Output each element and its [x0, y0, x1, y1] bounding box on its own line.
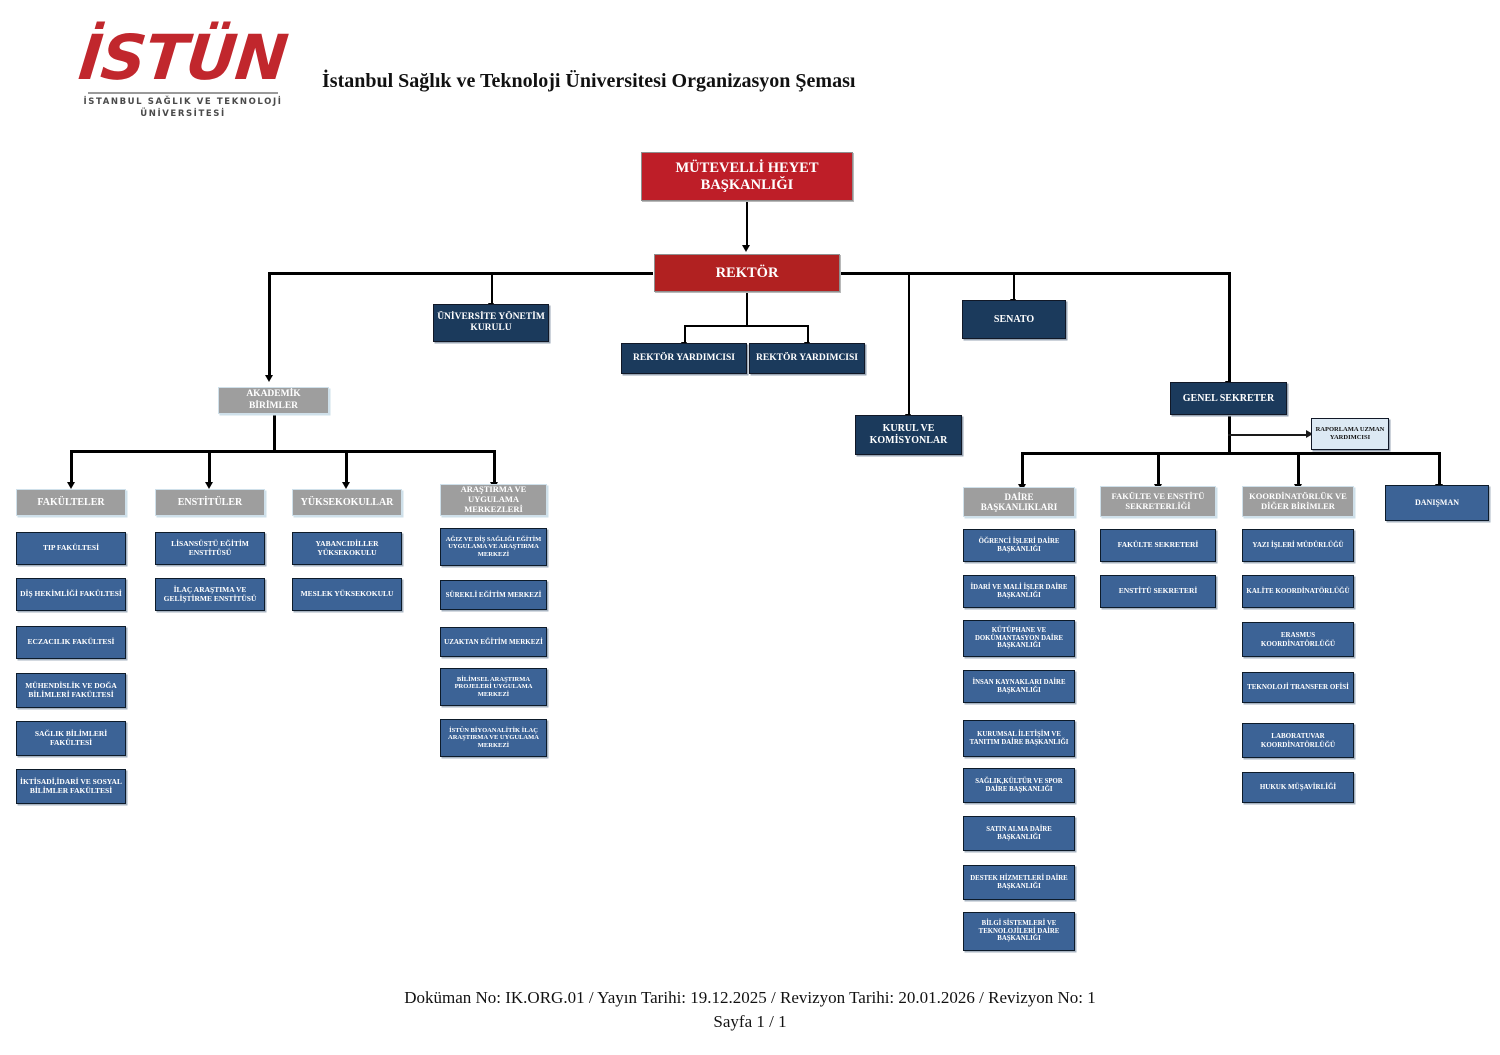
group-header-vocational-schools[interactable]: YÜKSEKOKULLAR: [292, 489, 402, 516]
logo-divider: [88, 92, 278, 94]
node-secretariat-item-1[interactable]: ENSTİTÜ SEKRETERİ: [1100, 575, 1216, 608]
connector-board-to-rector: [746, 201, 748, 246]
node-research-item-4[interactable]: İSTÜN BİYOANALİTİK İLAÇ ARAŞTIRMA VE UYG…: [440, 719, 547, 757]
node-department-item-8[interactable]: BİLGİ SİSTEMLERİ VE TEKNOLOJİLERİ DAİRE …: [963, 912, 1075, 951]
node-faculty-item-5[interactable]: İKTİSADİ,İDARİ VE SOSYAL BİLİMLER FAKÜLT…: [16, 769, 126, 804]
node-academic-units[interactable]: AKADEMİK BİRİMLER: [218, 387, 329, 414]
arrow-board-to-rector: [742, 245, 750, 252]
node-advisor[interactable]: DANIŞMAN: [1385, 485, 1489, 521]
connector-to-coordinatorships: [1297, 452, 1300, 485]
arrow-to-academic-units: [264, 375, 273, 382]
node-department-item-3[interactable]: İNSAN KAYNAKLARI DAİRE BAŞKANLIĞI: [963, 670, 1075, 703]
node-department-item-6[interactable]: SATIN ALMA DAİRE BAŞKANLIĞI: [963, 816, 1075, 851]
connector-to-research-centers: [493, 450, 496, 483]
node-faculty-item-2[interactable]: ECZACILIK FAKÜLTESİ: [16, 626, 126, 659]
connector-bus-to-secretary-general: [1228, 272, 1231, 382]
node-secretary-general[interactable]: GENEL SEKRETER: [1170, 382, 1287, 415]
node-university-board[interactable]: ÜNİVERSİTE YÖNETİM KURULU: [433, 304, 549, 342]
node-faculty-item-0[interactable]: TIP FAKÜLTESİ: [16, 532, 126, 565]
arrow-to-vocational-schools: [341, 482, 350, 489]
connector-bus-left: [268, 272, 653, 275]
node-department-item-7[interactable]: DESTEK HİZMETLERİ DAİRE BAŞKANLIĞI: [963, 865, 1075, 900]
node-department-item-4[interactable]: KURUMSAL İLETİŞİM VE TANITIM DAİRE BAŞKA…: [963, 720, 1075, 757]
node-research-item-2[interactable]: UZAKTAN EĞİTİM MERKEZİ: [440, 627, 547, 657]
node-coordinatorship-item-3[interactable]: TEKNOLOJİ TRANSFER OFİSİ: [1242, 672, 1354, 703]
connector-to-institutes: [208, 450, 211, 483]
node-coordinatorship-item-4[interactable]: LABORATUVAR KOORDİNATÖRLÜĞÜ: [1242, 723, 1354, 758]
node-department-item-2[interactable]: KÜTÜPHANE VE DOKÜMANTASYON DAİRE BAŞKANL…: [963, 620, 1075, 657]
document-footer: Doküman No: IK.ORG.01 / Yayın Tarihi: 19…: [0, 988, 1500, 1032]
connector-academic-stem: [273, 414, 276, 452]
node-research-item-0[interactable]: AĞIZ VE DİŞ SAĞLIĞI EĞİTİM UYGULAMA VE A…: [440, 528, 547, 566]
arrow-to-institutes: [204, 482, 213, 489]
arrow-to-faculties: [66, 482, 75, 489]
university-logo: İSTÜN İSTANBUL SAĞLIK VE TEKNOLOJİ ÜNİVE…: [58, 21, 308, 136]
node-institute-item-0[interactable]: LİSANSÜSTÜ EĞİTİM ENSTİTÜSÜ: [155, 532, 265, 565]
node-faculty-item-3[interactable]: MÜHENDİSLİK VE DOĞA BİLİMLERİ FAKÜLTESİ: [16, 673, 126, 708]
connector-vice-rector-bus: [684, 325, 809, 327]
connector-bus-to-university-board: [491, 272, 493, 304]
node-senate[interactable]: SENATO: [962, 300, 1066, 339]
node-board-of-trustees[interactable]: MÜTEVELLİ HEYET BAŞKANLIĞI: [641, 152, 853, 201]
node-councils-commissions[interactable]: KURUL VE KOMİSYONLAR: [855, 415, 962, 455]
node-vice-rector-1[interactable]: REKTÖR YARDIMCISI: [621, 343, 747, 374]
connector-bus-to-councils: [908, 272, 910, 415]
node-research-item-3[interactable]: BİLİMSEL ARAŞTIRMA PROJELERİ UYGULAMA ME…: [440, 668, 547, 706]
connector-to-departments: [1021, 452, 1024, 485]
connector-to-reporting-specialist: [1228, 434, 1308, 436]
connector-bus-to-senate: [1013, 272, 1015, 300]
logo-subtitle-line2: ÜNİVERSİTESİ: [140, 109, 226, 119]
node-vocational-item-1[interactable]: MESLEK YÜKSEKOKULU: [292, 578, 402, 611]
node-coordinatorship-item-0[interactable]: YAZI İŞLERİ MÜDÜRLÜĞÜ: [1242, 529, 1354, 562]
node-reporting-specialist[interactable]: RAPORLAMA UZMAN YARDIMCISI: [1311, 418, 1389, 450]
connector-rector-stem: [746, 292, 748, 326]
arrow-to-reporting-specialist: [1306, 430, 1313, 438]
connector-to-vocational-schools: [345, 450, 348, 483]
node-department-item-5[interactable]: SAĞLIK,KÜLTÜR VE SPOR DAİRE BAŞKANLIĞI: [963, 768, 1075, 803]
group-header-research-centers[interactable]: ARAŞTIRMA VE UYGULAMA MERKEZLERİ: [440, 484, 547, 516]
group-header-secretariats[interactable]: FAKÜLTE VE ENSTİTÜ SEKRETERLİĞİ: [1100, 486, 1216, 517]
footer-page-number: Sayfa 1 / 1: [713, 1012, 787, 1031]
connector-to-vice-rector-2: [807, 325, 809, 343]
group-header-coordinatorships[interactable]: KOORDİNATÖRLÜK VE DİĞER BİRİMLER: [1242, 486, 1354, 517]
node-coordinatorship-item-5[interactable]: HUKUK MÜŞAVİRLİĞİ: [1242, 772, 1354, 803]
node-vocational-item-0[interactable]: YABANCIDİLLER YÜKSEKOKULU: [292, 532, 402, 565]
node-coordinatorship-item-2[interactable]: ERASMUS KOORDİNATÖRLÜĞÜ: [1242, 622, 1354, 657]
node-department-item-0[interactable]: ÖĞRENCİ İŞLERİ DAİRE BAŞKANLIĞI: [963, 529, 1075, 562]
connector-bus-to-academic-units: [268, 272, 271, 376]
connector-secretary-general-bus: [1021, 452, 1441, 455]
node-rector[interactable]: REKTÖR: [654, 254, 840, 292]
group-header-institutes[interactable]: ENSTİTÜLER: [155, 489, 265, 516]
connector-to-advisor: [1438, 452, 1441, 485]
logo-subtitle-line1: İSTANBUL SAĞLIK VE TEKNOLOJİ: [83, 97, 283, 107]
node-vice-rector-2[interactable]: REKTÖR YARDIMCISI: [749, 343, 865, 374]
connector-to-faculties: [70, 450, 73, 483]
connector-to-secretariats: [1157, 452, 1160, 485]
connector-to-vice-rector-1: [684, 325, 686, 343]
footer-document-info: Doküman No: IK.ORG.01 / Yayın Tarihi: 19…: [404, 988, 1096, 1007]
node-department-item-1[interactable]: İDARİ VE MALİ İŞLER DAİRE BAŞKANLIĞI: [963, 575, 1075, 608]
connector-academic-bus: [70, 450, 494, 453]
node-secretariat-item-0[interactable]: FAKÜLTE SEKRETERİ: [1100, 529, 1216, 562]
connector-bus-right: [840, 272, 1230, 275]
node-research-item-1[interactable]: SÜREKLİ EĞİTİM MERKEZİ: [440, 580, 547, 610]
page-title: İstanbul Sağlık ve Teknoloji Üniversites…: [322, 70, 856, 92]
node-faculty-item-4[interactable]: SAĞLIK BİLİMLERİ FAKÜLTESİ: [16, 721, 126, 756]
group-header-departments[interactable]: DAİRE BAŞKANLIKLARI: [963, 487, 1075, 517]
node-faculty-item-1[interactable]: DİŞ HEKİMLİĞİ FAKÜLTESİ: [16, 578, 126, 611]
group-header-faculties[interactable]: FAKÜLTELER: [16, 489, 126, 516]
node-coordinatorship-item-1[interactable]: KALİTE KOORDİNATÖRLÜĞÜ: [1242, 575, 1354, 608]
node-institute-item-1[interactable]: İLAÇ ARAŞTIMA VE GELİŞTİRME ENSTİTÜSÜ: [155, 578, 265, 611]
logo-wordmark: İSTÜN: [75, 21, 291, 94]
